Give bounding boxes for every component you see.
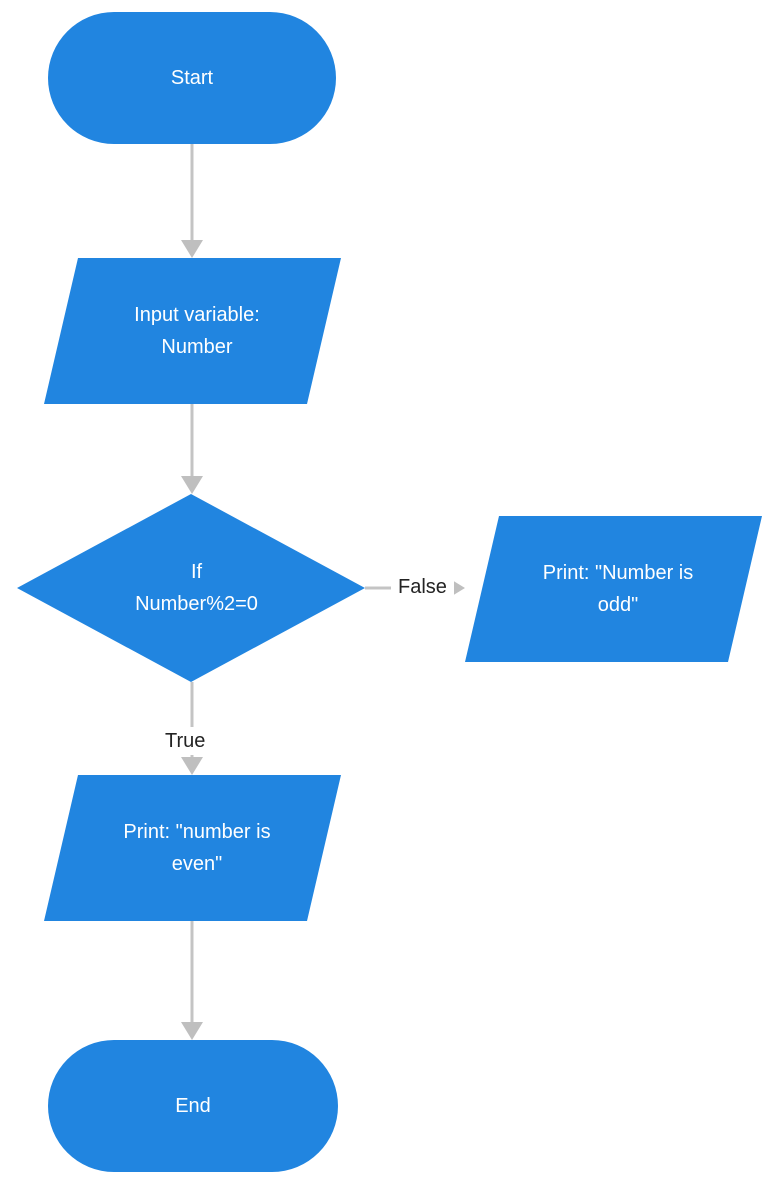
node-print-odd-shape[interactable] bbox=[465, 516, 762, 662]
node-end-shape[interactable] bbox=[48, 1040, 338, 1172]
edge-start-to-input[interactable] bbox=[181, 144, 203, 258]
edge-decision-to-print-odd[interactable] bbox=[365, 577, 465, 599]
node-input-shape[interactable] bbox=[44, 258, 341, 404]
node-print-even-shape[interactable] bbox=[44, 775, 341, 921]
edge-print-even-to-end[interactable] bbox=[181, 921, 203, 1040]
edge-input-to-decision[interactable] bbox=[181, 404, 203, 494]
edge-decision-to-print-even[interactable] bbox=[181, 682, 203, 775]
node-start-shape[interactable] bbox=[48, 12, 336, 144]
node-decision-shape[interactable] bbox=[17, 494, 365, 682]
